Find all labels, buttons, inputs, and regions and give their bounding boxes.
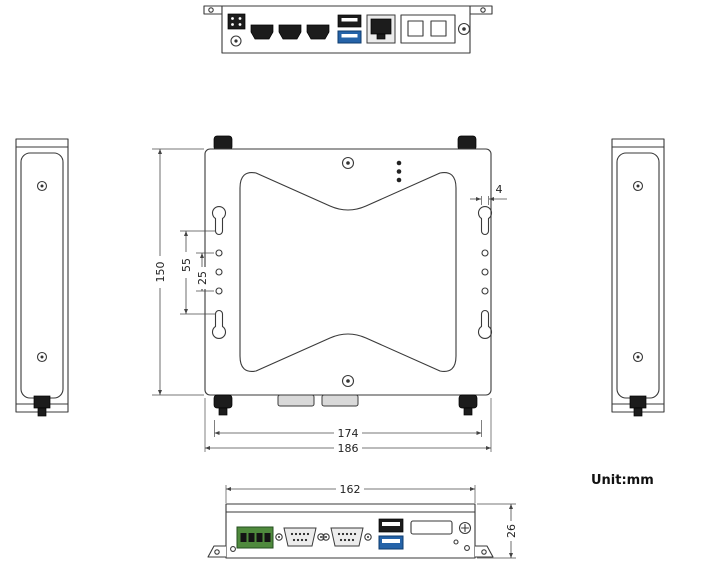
- mount-hole-icon: [481, 268, 489, 276]
- dim-label-slot-width: 4: [496, 183, 503, 196]
- foot-hole-icon: [214, 549, 220, 555]
- hdmi-port-icon: [250, 24, 274, 40]
- front-panel-view: 162: [207, 482, 518, 559]
- mount-hole-icon: [481, 287, 489, 295]
- terminal-block-icon: [236, 526, 274, 549]
- dim-label-mount-width: 174: [338, 427, 359, 440]
- dim-label-front-height: 26: [505, 524, 518, 538]
- mount-hole-icon: [215, 287, 223, 295]
- ear-hole-icon: [208, 7, 214, 13]
- keyhole-mount-icon: [211, 205, 227, 236]
- antenna-connector-icon: [629, 395, 647, 417]
- eject-hole-icon: [453, 539, 459, 545]
- keyhole-mount-icon: [211, 309, 227, 340]
- dim-label-front-width: 162: [340, 483, 361, 496]
- foot-hole-icon: [481, 549, 487, 555]
- ethernet-port-icon: [366, 14, 396, 44]
- ear-hole-icon: [480, 7, 486, 13]
- dim-label-body-width: 186: [338, 442, 359, 455]
- db9-pins: [290, 532, 310, 542]
- antenna-connector-icon: [213, 394, 233, 416]
- db9-port-icon: [321, 394, 359, 407]
- keyhole-mount-icon: [477, 205, 493, 236]
- screw-icon: [458, 521, 472, 535]
- screw-icon: [632, 351, 644, 363]
- rear-panel-view: [203, 5, 493, 54]
- left-side-view: [15, 138, 69, 417]
- db9-port-icon: [275, 527, 325, 547]
- power-connector-icon: [227, 13, 246, 30]
- side-body: [15, 138, 69, 413]
- dimension-annotations: 150 55 25 4 174 186: [152, 148, 507, 455]
- top-view: [204, 135, 493, 416]
- vent-holes-icon: [396, 160, 402, 183]
- panel-hole-icon: [230, 546, 236, 552]
- antenna-connector-icon: [458, 394, 478, 416]
- antenna-connector-icon: [457, 135, 477, 151]
- db9-pins: [337, 532, 357, 542]
- screw-icon: [632, 180, 644, 192]
- dim-label-hole-pitch: 25: [196, 271, 209, 285]
- dim-label-height: 150: [154, 262, 167, 283]
- screw-icon: [36, 351, 48, 363]
- mount-foot-left: [207, 545, 226, 558]
- screw-icon: [457, 22, 471, 36]
- antenna-connector-icon: [213, 135, 233, 151]
- antenna-connector-icon: [33, 395, 51, 417]
- db9-port-icon: [322, 527, 372, 547]
- hdmi-port-icon: [306, 24, 330, 40]
- unit-label: Unit:mm: [591, 473, 654, 488]
- chassis-body: [204, 148, 492, 396]
- usb3-port-icon: [378, 535, 404, 550]
- side-body: [611, 138, 665, 413]
- sim-slot-icon: [410, 520, 453, 535]
- screw-icon: [341, 374, 355, 388]
- heatsink-cover-outline: [239, 172, 457, 372]
- screw-icon: [230, 35, 242, 47]
- keyhole-mount-icon: [477, 309, 493, 340]
- screw-icon: [341, 156, 355, 170]
- mount-foot-right: [475, 545, 494, 558]
- usb2-port-icon: [378, 518, 404, 533]
- screw-icon: [36, 180, 48, 192]
- usb2-port-icon: [337, 14, 362, 28]
- dim-label-hole-span: 55: [180, 258, 193, 272]
- mount-hole-icon: [481, 249, 489, 257]
- hdmi-port-icon: [278, 24, 302, 40]
- usb3-port-icon: [337, 30, 362, 44]
- db9-port-icon: [277, 394, 315, 407]
- right-side-view: [611, 138, 665, 417]
- mount-hole-icon: [215, 249, 223, 257]
- panel-hole-icon: [464, 545, 470, 551]
- mount-hole-icon: [215, 268, 223, 276]
- dual-antenna-plate-icon: [400, 14, 456, 44]
